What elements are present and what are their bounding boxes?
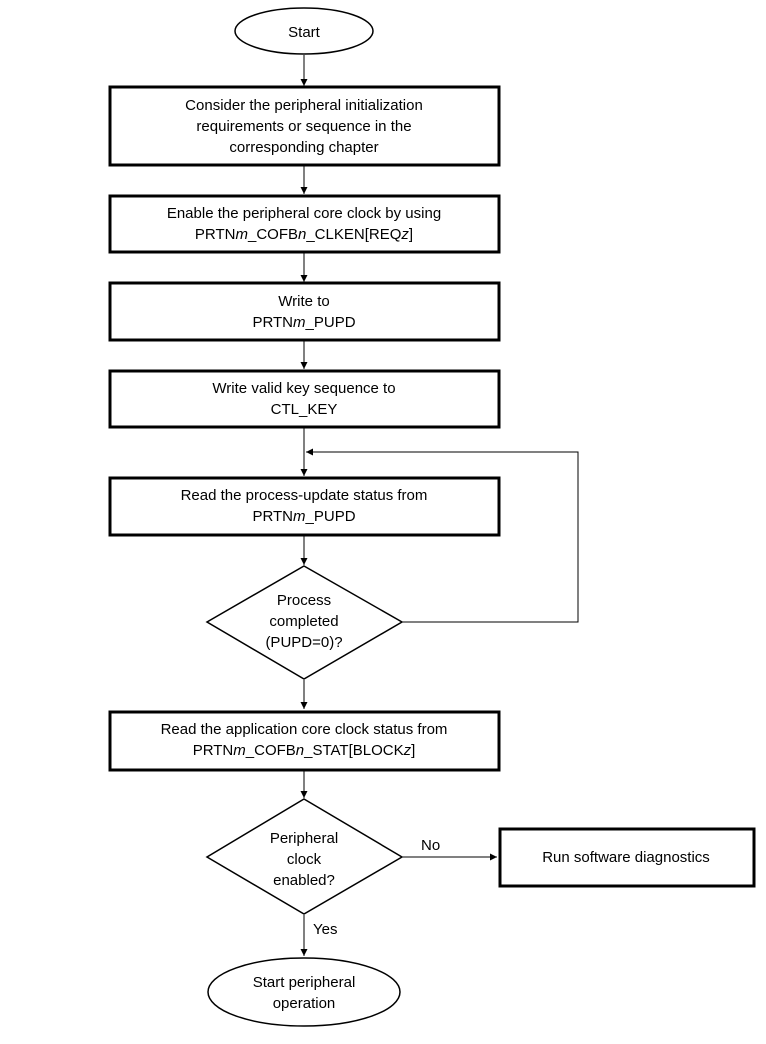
edge-loop-back (306, 448, 579, 623)
end-line: Start peripheral (253, 974, 356, 991)
write-pupd-line: PRTNm_PUPD (252, 314, 355, 331)
diagnostics-line: Run software diagnostics (542, 849, 710, 866)
end-line: operation (273, 995, 336, 1012)
write-key-box (108, 369, 501, 429)
enable-line: Enable the peripheral core clock by usin… (167, 205, 441, 222)
read-status-line: Read the process-update status from (181, 487, 428, 504)
read-app-line: PRTNm_COFBn_STAT[BLOCKz] (193, 742, 416, 759)
decision-clock-line: Peripheral (270, 830, 338, 847)
yes-label: Yes (313, 921, 337, 938)
diagnostics-box (498, 827, 756, 888)
decision-clock-line: enabled? (273, 872, 335, 889)
enable-clock-box (108, 194, 501, 254)
read-status-line: PRTNm_PUPD (252, 508, 355, 525)
write-pupd-label: Write to PRTNm_PUPD (252, 293, 355, 331)
enable-line: PRTNm_COFBn_CLKEN[REQz] (195, 226, 413, 243)
diagnostics-label: Run software diagnostics (542, 849, 710, 866)
enable-clock-label: Enable the peripheral core clock by usin… (167, 205, 441, 243)
clock-decision-label: Peripheral clock enabled? (270, 830, 338, 889)
read-app-line: Read the application core clock status f… (161, 721, 448, 738)
decision-process-line: Process (277, 592, 331, 609)
start-label: Start (288, 24, 321, 41)
shapes (108, 7, 756, 1027)
start-line: Start (288, 24, 321, 41)
consider-box (108, 85, 501, 167)
consider-label: Consider the peripheral initialization re… (185, 97, 423, 156)
write-pupd-line: Write to (278, 293, 329, 310)
decision-process-line: (PUPD=0)? (265, 634, 342, 651)
consider-line: corresponding chapter (229, 139, 378, 156)
process-decision (205, 565, 404, 680)
write-key-line: Write valid key sequence to (212, 380, 395, 397)
read-status-box (108, 476, 501, 537)
consider-line: Consider the peripheral initialization (185, 97, 423, 114)
write-key-label: Write valid key sequence to CTL_KEY (212, 380, 395, 418)
read-app-box (108, 710, 501, 772)
write-pupd-box (108, 281, 501, 342)
consider-line: requirements or sequence in the (196, 118, 411, 135)
end-label: Start peripheral operation (253, 974, 356, 1012)
labels: Start Consider the peripheral initializa… (161, 24, 710, 1012)
start-terminal (234, 7, 374, 55)
read-app-label: Read the application core clock status f… (161, 721, 448, 759)
write-key-line: CTL_KEY (271, 401, 338, 418)
process-decision-label: Process completed (PUPD=0)? (265, 592, 342, 651)
decision-process-line: completed (269, 613, 338, 630)
decision-clock-line: clock (287, 851, 322, 868)
clock-decision (205, 798, 404, 915)
no-label: No (421, 837, 440, 854)
connectors (300, 55, 579, 956)
end-terminal (207, 957, 401, 1027)
